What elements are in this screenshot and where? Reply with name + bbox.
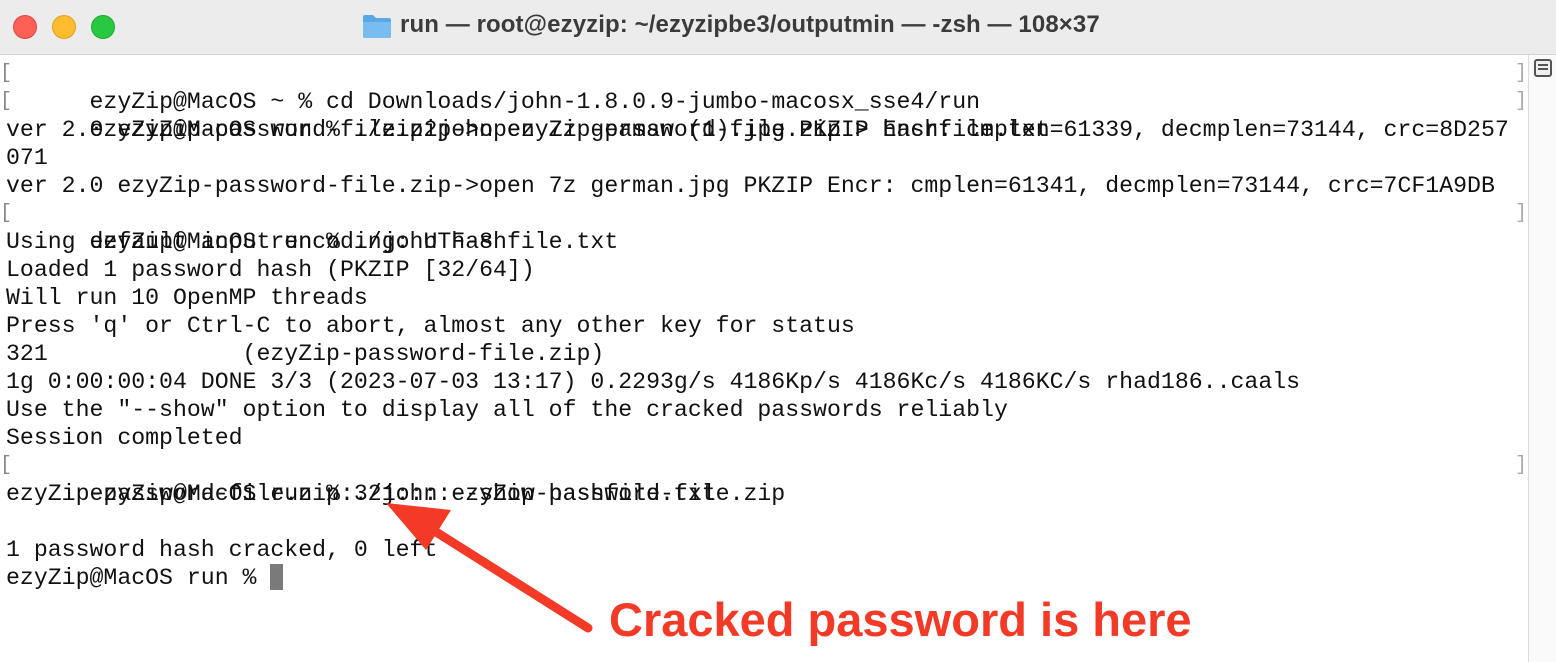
line-mark: [ <box>0 90 13 113</box>
terminal-line: ver 2.0 ezyZip-password-file.zip->open 7… <box>0 172 1528 200</box>
folder-icon <box>363 15 391 38</box>
terminal-line: Will run 10 OpenMP threads <box>0 284 1528 312</box>
terminal-line: Use the "--show" option to display all o… <box>0 396 1528 424</box>
prompt-line: ezyZip@MacOS run % <box>6 565 271 591</box>
terminal-line: [ ezyZip@MacOS run % ./zip2john ezyZip-pa… <box>0 88 1528 143</box>
line-mark: [ <box>0 202 13 225</box>
line-mark: ] <box>1515 62 1528 85</box>
close-button[interactable] <box>13 15 37 39</box>
terminal-line: Session completed <box>0 424 1528 452</box>
terminal-line: [ ezyZip@MacOS run % ./john --show hashfi… <box>0 452 1528 507</box>
output-line: ver 2.0 ezyZip-password-file.zip->open 7… <box>6 117 1509 143</box>
inspector-toggle-icon[interactable] <box>1534 59 1552 77</box>
line-mark: [ <box>0 62 13 85</box>
terminal-line: [ ezyZip@MacOS ~ % cd Downloads/john-1.8.… <box>0 60 1528 115</box>
terminal-line: Using default input encoding: UTF-8 <box>0 228 1528 256</box>
zoom-button[interactable] <box>91 15 115 39</box>
output-line: 321 (ezyZip-password-file.zip) <box>6 341 605 367</box>
scrollbar[interactable] <box>1528 55 1556 662</box>
command-line: ezyZip@MacOS run % ./john --show hashfil… <box>89 481 716 507</box>
terminal-line: 1 password hash cracked, 0 left <box>0 536 1528 564</box>
terminal-line: 321 (ezyZip-password-file.zip) <box>0 340 1528 368</box>
terminal-line: [ ezyZip@MacOS run % ./john hashfile.txt] <box>0 200 1528 255</box>
command-line: ezyZip@MacOS ~ % cd Downloads/john-1.8.0… <box>89 89 981 115</box>
output-line: 071 <box>6 145 48 171</box>
line-mark: ] <box>1515 90 1528 113</box>
line-mark: ] <box>1515 202 1528 225</box>
command-line: ezyZip@MacOS run % ./zip2john ezyZip-pas… <box>89 117 1050 143</box>
output-line: Use the "--show" option to display all o… <box>6 397 1008 423</box>
terminal-line: Press 'q' or Ctrl-C to abort, almost any… <box>0 312 1528 340</box>
terminal-line <box>0 508 1528 536</box>
annotation-label: Cracked password is here <box>609 593 1192 646</box>
output-line: Session completed <box>6 425 243 451</box>
minimize-button[interactable] <box>52 15 76 39</box>
terminal-line: 071 <box>0 144 1528 172</box>
terminal-line: ver 2.0 ezyZip-password-file.zip->open 7… <box>0 116 1528 144</box>
terminal-line: ezyZip@MacOS run % <box>0 564 1528 592</box>
output-line: Using default input encoding: UTF-8 <box>6 229 494 255</box>
text-cursor <box>270 564 284 590</box>
terminal-line: Loaded 1 password hash (PKZIP [32/64]) <box>0 256 1528 284</box>
line-mark: [ <box>0 454 13 477</box>
output-line: 1g 0:00:00:04 DONE 3/3 (2023-07-03 13:17… <box>6 369 1301 395</box>
window-title: run — root@ezyzip: ~/ezyzipbe3/outputmin… <box>400 11 1100 38</box>
terminal-output[interactable]: [ ezyZip@MacOS ~ % cd Downloads/john-1.8.… <box>0 60 1528 662</box>
title-bar[interactable]: run — root@ezyzip: ~/ezyzipbe3/outputmin… <box>0 0 1556 55</box>
terminal-line: ezyZip-password-file.zip:321::::ezyZip-p… <box>0 480 1528 508</box>
output-line: Loaded 1 password hash (PKZIP [32/64]) <box>6 257 535 283</box>
output-line: Press 'q' or Ctrl-C to abort, almost any… <box>6 313 855 339</box>
cracked-result-line: ezyZip-password-file.zip:321::::ezyZip-p… <box>6 481 786 507</box>
output-line: 1 password hash cracked, 0 left <box>6 537 438 563</box>
line-mark: ] <box>1515 454 1528 477</box>
terminal-line: 1g 0:00:00:04 DONE 3/3 (2023-07-03 13:17… <box>0 368 1528 396</box>
output-line: Will run 10 OpenMP threads <box>6 285 368 311</box>
output-line: ver 2.0 ezyZip-password-file.zip->open 7… <box>6 173 1495 199</box>
command-line: ezyZip@MacOS run % ./john hashfile.txt <box>89 229 619 255</box>
